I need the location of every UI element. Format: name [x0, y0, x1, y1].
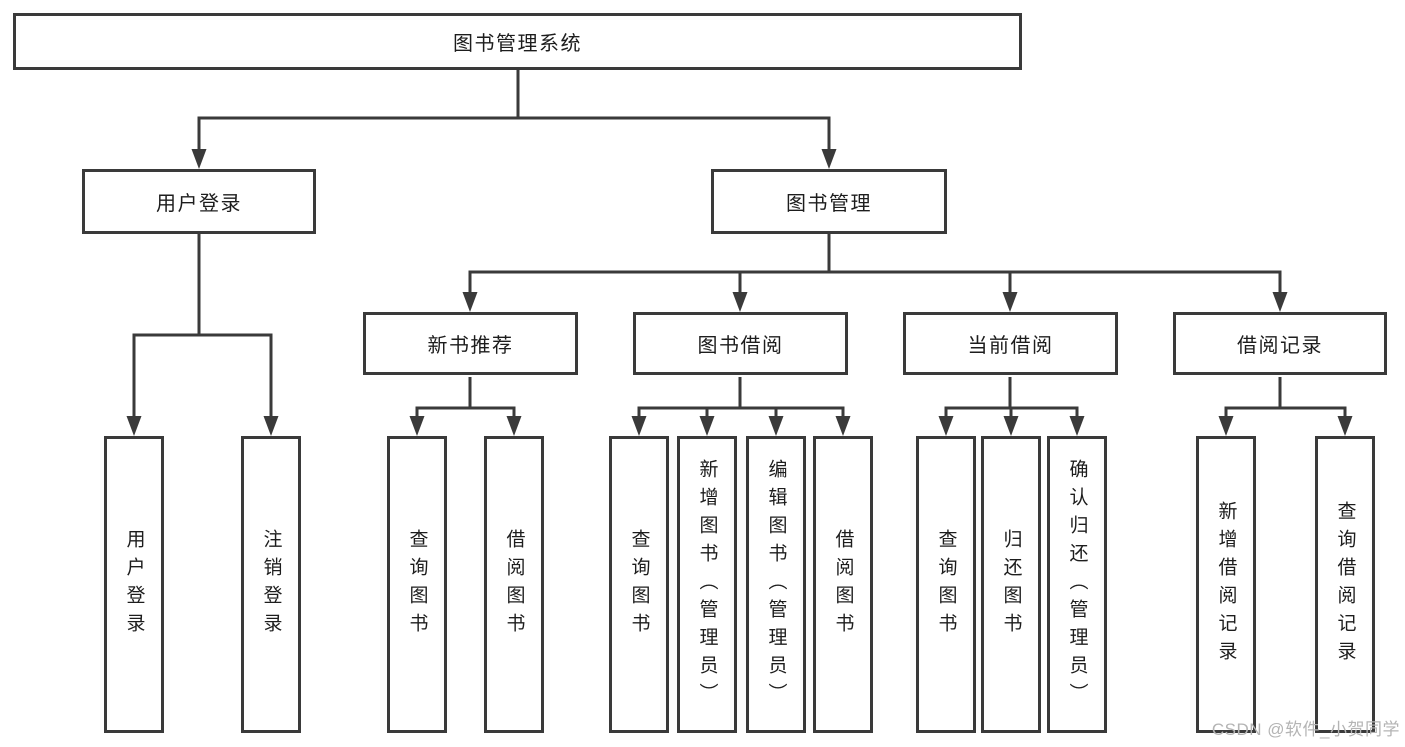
leaf-confirm-return-admin-label: 确认归还（管理员） [1066, 458, 1088, 711]
arrowhead [631, 416, 647, 436]
leaf-user-login: 用户登录 [104, 436, 164, 733]
arrowhead [409, 416, 425, 436]
leaf-query-books-recommend: 查询图书 [387, 436, 447, 733]
node-new-book-recommend: 新书推荐 [363, 312, 578, 375]
node-user-login-label: 用户登录 [156, 193, 242, 215]
arrowhead [1069, 416, 1085, 436]
leaf-add-borrow-record: 新增借阅记录 [1196, 436, 1256, 733]
node-book-management: 图书管理 [711, 169, 947, 234]
arrowhead [768, 416, 784, 436]
leaf-query-borrow-record: 查询借阅记录 [1315, 436, 1375, 733]
leaf-add-book-admin: 新增图书（管理员） [677, 436, 737, 733]
node-current-borrow-label: 当前借阅 [967, 335, 1054, 357]
leaf-borrow-books: 借阅图书 [813, 436, 873, 733]
arrowhead-current-borrow [1002, 292, 1018, 312]
arrowhead [835, 416, 851, 436]
arrowhead-book-borrow [732, 292, 748, 312]
leaf-return-book: 归还图书 [981, 436, 1041, 733]
arrowhead [699, 416, 715, 436]
leaf-edit-book-admin: 编辑图书（管理员） [746, 436, 806, 733]
arrowhead-leaf-login [126, 416, 142, 436]
arrowhead [506, 416, 522, 436]
leaf-query-books-current-label: 查询图书 [935, 528, 957, 641]
node-root-system: 图书管理系统 [13, 13, 1022, 70]
leaf-add-borrow-record-label: 新增借阅记录 [1215, 500, 1237, 669]
arrowhead [1218, 416, 1234, 436]
leaf-edit-book-admin-label: 编辑图书（管理员） [765, 458, 787, 711]
arrowhead-borrow-records [1272, 292, 1288, 312]
node-new-book-recommend-label: 新书推荐 [427, 335, 514, 357]
leaf-query-books-borrow: 查询图书 [609, 436, 669, 733]
node-book-borrow-label: 图书借阅 [697, 335, 784, 357]
connector-new-book-children [409, 377, 522, 436]
leaf-borrow-books-recommend: 借阅图书 [484, 436, 544, 733]
connector-book-borrow-children [631, 377, 851, 436]
leaf-user-login-label: 用户登录 [123, 528, 145, 641]
node-book-management-label: 图书管理 [786, 193, 872, 215]
leaf-return-book-label: 归还图书 [1000, 528, 1022, 641]
connector-book-management-children [462, 234, 1288, 312]
leaf-query-books-recommend-label: 查询图书 [406, 528, 428, 641]
leaf-logout-label: 注销登录 [260, 528, 282, 641]
connector-borrow-records-children [1218, 377, 1353, 436]
leaf-query-books-borrow-label: 查询图书 [628, 528, 650, 641]
node-current-borrow: 当前借阅 [903, 312, 1118, 375]
arrowhead [1337, 416, 1353, 436]
leaf-logout: 注销登录 [241, 436, 301, 733]
connector-root-to-level2 [191, 69, 837, 169]
leaf-confirm-return-admin: 确认归还（管理员） [1047, 436, 1107, 733]
node-book-borrow: 图书借阅 [633, 312, 848, 375]
leaf-query-books-current: 查询图书 [916, 436, 976, 733]
arrowhead [1003, 416, 1019, 436]
csdn-watermark: CSDN @软件_小贺同学 [1211, 720, 1400, 739]
node-borrow-records-label: 借阅记录 [1237, 335, 1323, 357]
arrowhead-leaf-logout [263, 416, 279, 436]
node-user-login: 用户登录 [82, 169, 316, 234]
connector-current-borrow-children [938, 377, 1085, 436]
node-root-label: 图书管理系统 [453, 33, 582, 55]
leaf-add-book-admin-label: 新增图书（管理员） [696, 458, 718, 711]
leaf-borrow-books-recommend-label: 借阅图书 [503, 528, 525, 641]
arrowhead-book-management [821, 149, 837, 169]
arrowhead-user-login [191, 149, 207, 169]
leaf-borrow-books-label: 借阅图书 [832, 528, 854, 641]
arrowhead-new-book [462, 292, 478, 312]
connector-user-login-children [126, 234, 279, 436]
leaf-query-borrow-record-label: 查询借阅记录 [1334, 500, 1356, 669]
node-borrow-records: 借阅记录 [1173, 312, 1387, 375]
arrowhead [938, 416, 954, 436]
